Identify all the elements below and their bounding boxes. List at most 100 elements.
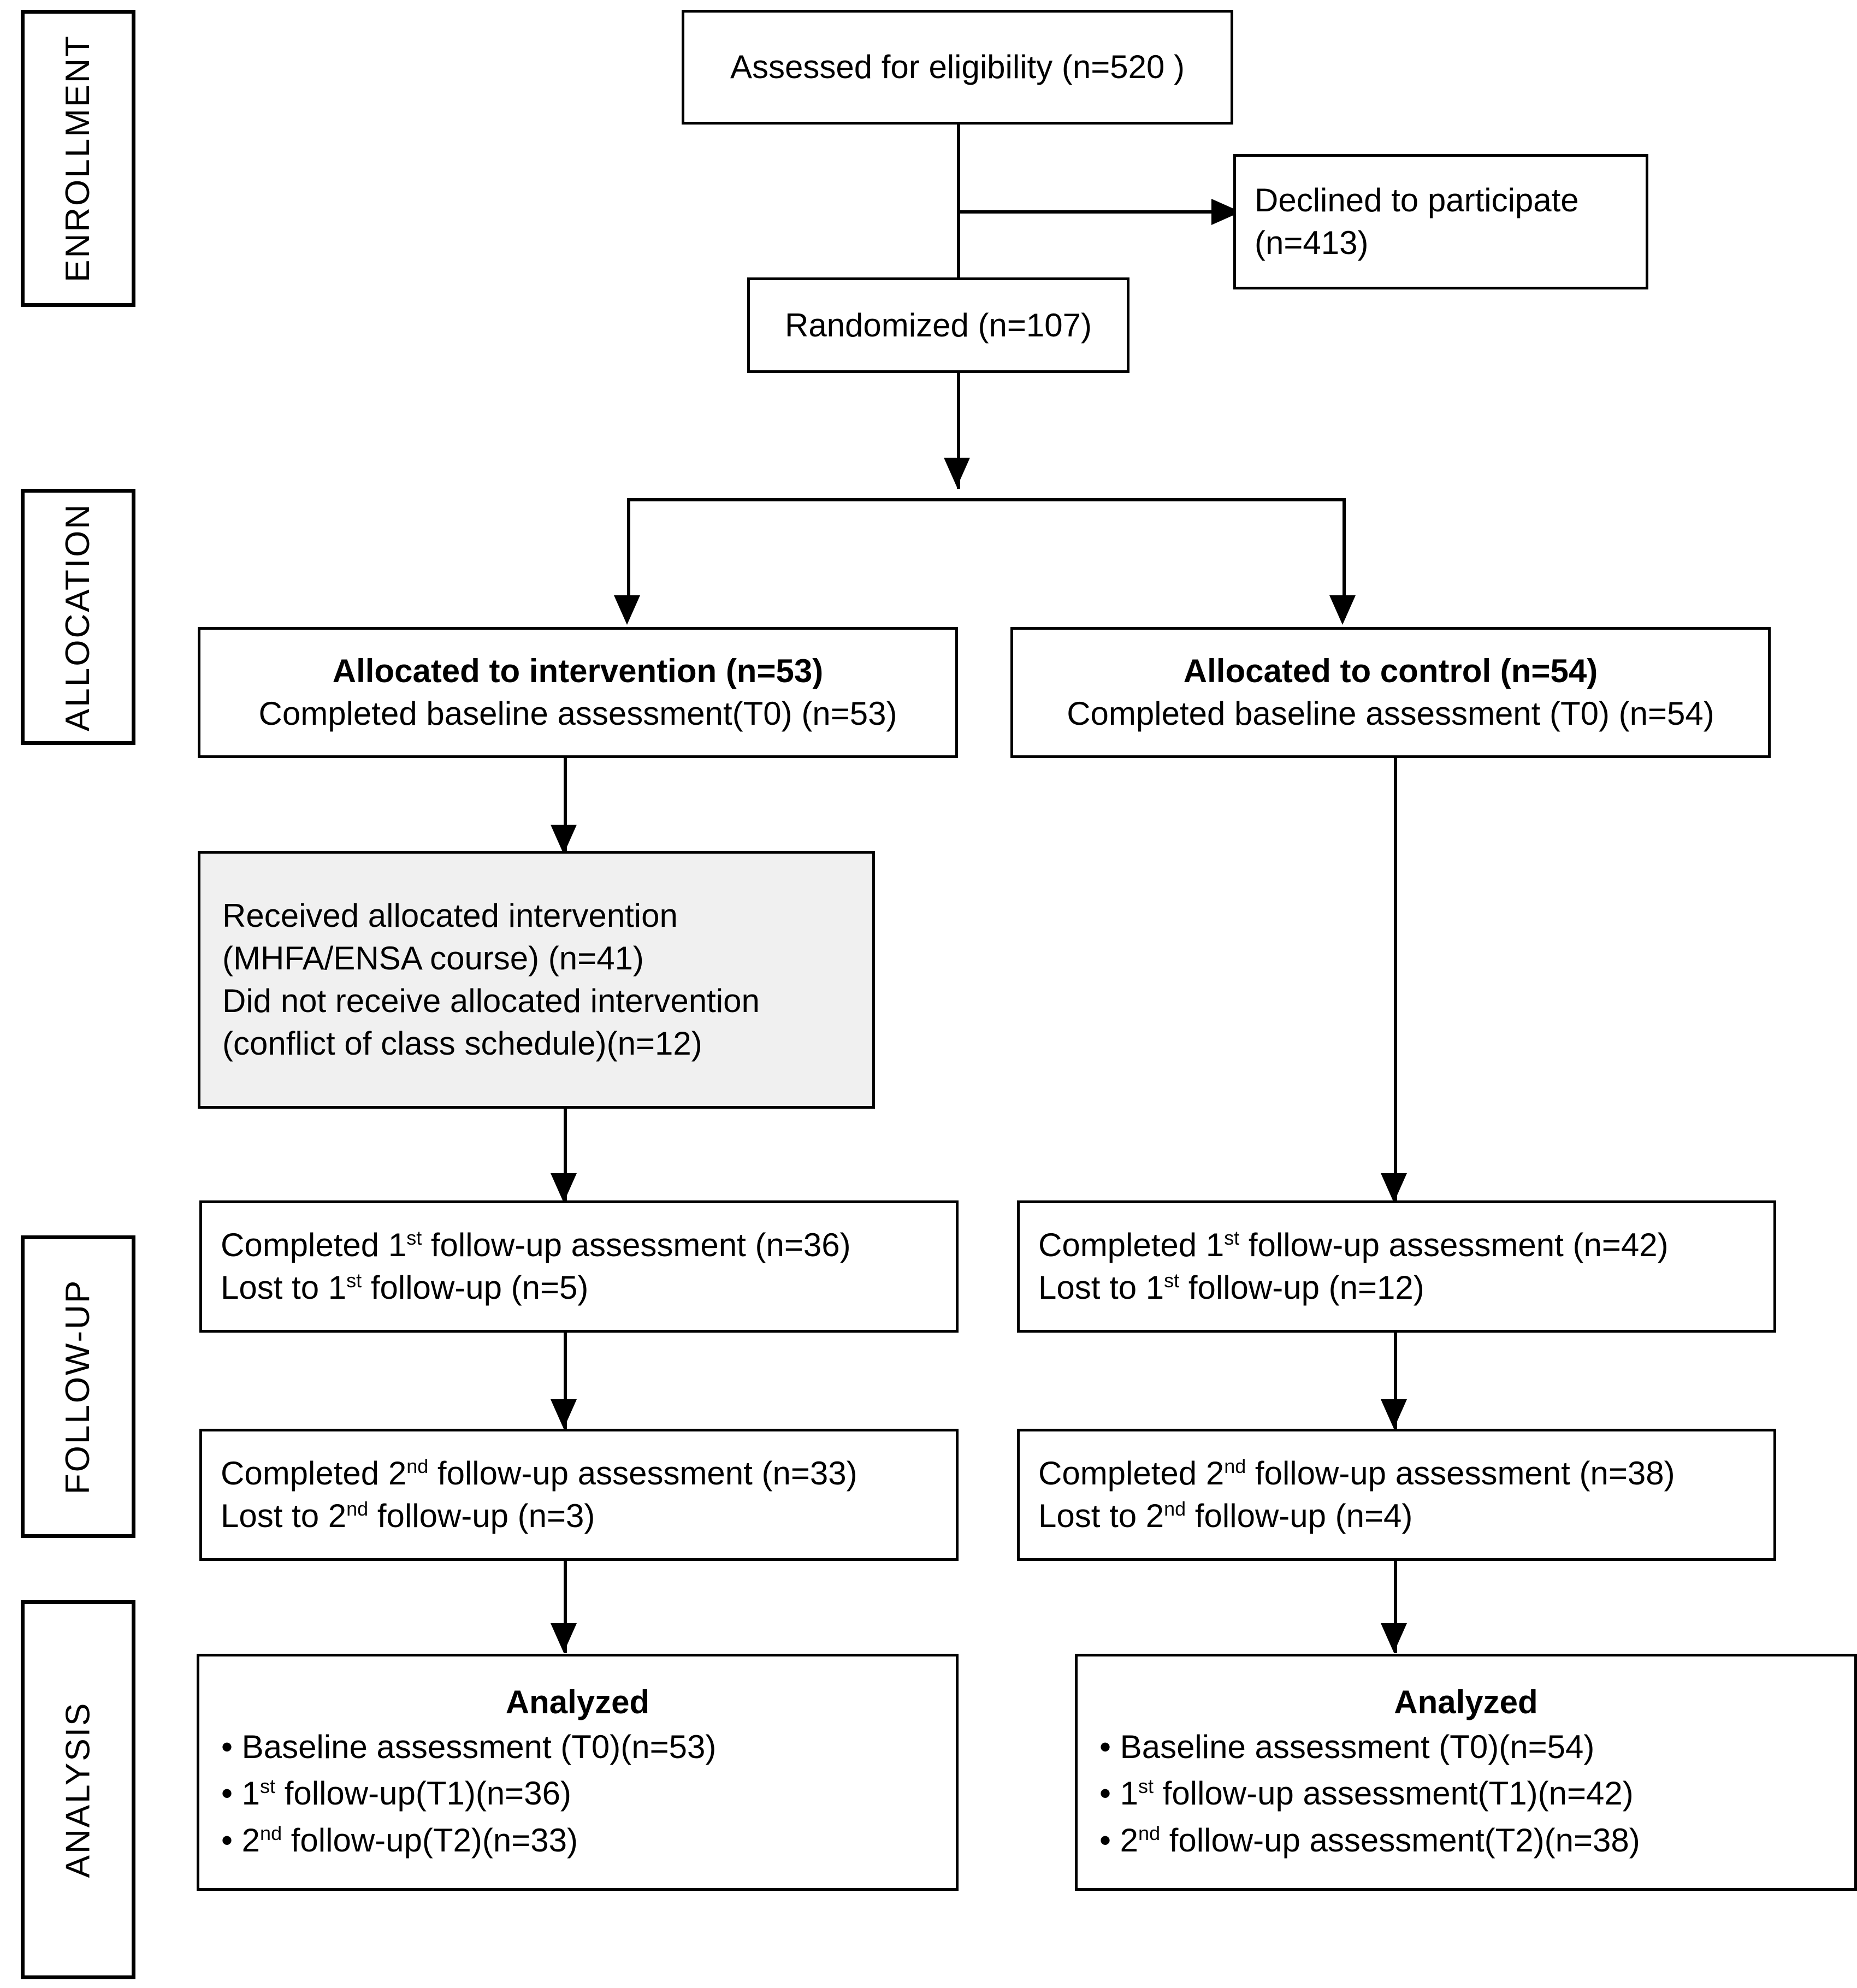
- analyzed-control-bullet-3: • 2nd follow-up assessment(T2)(n=38): [1099, 1817, 1832, 1863]
- fu2-intervention-line-1: Completed 2nd follow-up assessment (n=33…: [221, 1452, 937, 1495]
- node-followup2-intervention: Completed 2nd follow-up assessment (n=33…: [199, 1429, 959, 1561]
- analyzed-intervention-bullet-3-pre: • 2: [221, 1821, 261, 1859]
- arrowhead-alloc-intervention: [614, 595, 640, 625]
- fu2-intervention-line-2-post: follow-up (n=3): [368, 1498, 595, 1534]
- connector-fu1-to-fu2-control: [1394, 1333, 1397, 1430]
- alloc-intervention-heading: Allocated to intervention (n=53): [332, 653, 824, 689]
- fu2-intervention-line-1-sup: nd: [406, 1455, 429, 1477]
- fu2-intervention-line-2-pre: Lost to 2: [221, 1498, 347, 1534]
- connector-fu2-to-analyzed-control: [1394, 1559, 1397, 1653]
- fu1-control-line-2-sup: st: [1164, 1269, 1180, 1292]
- node-declined-to-participate: Declined to participate (n=413): [1233, 154, 1648, 289]
- analyzed-control-bullet-2-pre: • 1: [1099, 1775, 1139, 1812]
- analyzed-control-bullet-2-post: follow-up assessment(T1)(n=42): [1154, 1775, 1634, 1812]
- node-randomized: Randomized (n=107): [747, 277, 1129, 373]
- fu1-control-line-2-pre: Lost to 1: [1038, 1269, 1164, 1306]
- connector-alloc-to-received: [564, 756, 567, 852]
- analyzed-control-bullet-1: • Baseline assessment (T0)(n=54): [1099, 1729, 1595, 1766]
- stage-label-analysis-text: ANALYSIS: [59, 1701, 97, 1878]
- fu2-control-line-2: Lost to 2nd follow-up (n=4): [1038, 1495, 1755, 1537]
- received-line-4: (conflict of class schedule)(n=12): [222, 1025, 702, 1062]
- fu1-intervention-line-1-pre: Completed 1: [221, 1227, 407, 1263]
- analyzed-intervention-bullet-2-pre: • 1: [221, 1775, 261, 1812]
- received-line-1: Received allocated intervention: [222, 897, 678, 934]
- alloc-control-line-1: Completed baseline assessment (T0) (n=54…: [1067, 695, 1714, 732]
- fu1-control-line-1: Completed 1st follow-up assessment (n=42…: [1038, 1224, 1755, 1267]
- connector-fu2-to-analyzed-intervention: [564, 1559, 567, 1653]
- node-analyzed-intervention: Analyzed • Baseline assessment (T0)(n=53…: [197, 1654, 959, 1891]
- analyzed-intervention-bullet-2-post: follow-up(T1)(n=36): [275, 1775, 571, 1812]
- fu2-control-line-1-sup: nd: [1224, 1455, 1246, 1477]
- analyzed-control-bullet-2: • 1st follow-up assessment(T1)(n=42): [1099, 1770, 1832, 1817]
- analyzed-control-bullet-3-pre: • 2: [1099, 1821, 1139, 1859]
- fu1-control-line-2-post: follow-up (n=12): [1179, 1269, 1424, 1306]
- connector-assessed-to-declined: [957, 210, 1214, 214]
- connector-allocation-split-bar: [627, 498, 1346, 501]
- fu1-control-line-1-pre: Completed 1: [1038, 1227, 1225, 1263]
- connector-alloc-control-to-fu1: [1394, 756, 1397, 1204]
- fu1-control-line-1-post: follow-up assessment (n=42): [1239, 1227, 1669, 1263]
- fu2-control-line-1-pre: Completed 2: [1038, 1455, 1225, 1492]
- fu1-intervention-line-1: Completed 1st follow-up assessment (n=36…: [221, 1224, 937, 1267]
- fu2-intervention-line-1-post: follow-up assessment (n=33): [428, 1455, 857, 1492]
- arrowhead-alloc-control: [1329, 595, 1356, 625]
- node-allocated-intervention: Allocated to intervention (n=53) Complet…: [198, 627, 958, 758]
- stage-label-followup-text: FOLLOW-UP: [59, 1279, 97, 1495]
- fu2-control-line-1-post: follow-up assessment (n=38): [1246, 1455, 1675, 1492]
- connector-randomized-stem: [957, 371, 960, 489]
- connector-split-left-drop: [627, 498, 630, 618]
- fu1-intervention-line-2-pre: Lost to 1: [221, 1269, 347, 1306]
- node-followup1-control: Completed 1 st follow-up assessment (n=42…: [1017, 1200, 1776, 1333]
- analyzed-intervention-bullet-2: • 1st follow-up(T1)(n=36): [221, 1770, 934, 1817]
- node-assessed-for-eligibility: Assessed for eligibility (n=520 ): [682, 10, 1233, 125]
- alloc-control-heading: Allocated to control (n=54): [1183, 653, 1598, 689]
- stage-label-allocation-text: ALLOCATION: [59, 502, 97, 731]
- arrowhead-randomized-stem: [944, 458, 970, 487]
- analyzed-control-bullet-2-sup: st: [1138, 1775, 1154, 1798]
- connector-fu1-to-fu2-intervention: [564, 1333, 567, 1430]
- analyzed-intervention-bullet-2-sup: st: [260, 1775, 276, 1798]
- fu2-control-line-2-post: follow-up (n=4): [1186, 1498, 1413, 1534]
- connector-split-right-drop: [1343, 498, 1346, 618]
- node-followup1-intervention: Completed 1st follow-up assessment (n=36…: [199, 1200, 959, 1333]
- stage-label-enrollment: ENROLLMENT: [21, 10, 135, 307]
- fu1-intervention-line-1-post: follow-up assessment (n=36): [422, 1227, 851, 1263]
- arrowhead-to-fu2-control: [1381, 1399, 1407, 1429]
- analyzed-intervention-bullet-3-sup: nd: [260, 1821, 282, 1844]
- analyzed-intervention-bullet-3-post: follow-up(T2)(n=33): [282, 1821, 578, 1859]
- fu1-intervention-line-1-sup: st: [406, 1227, 422, 1249]
- fu1-intervention-line-2-sup: st: [346, 1269, 362, 1292]
- stage-label-analysis: ANALYSIS: [21, 1600, 135, 1979]
- node-received-allocated-intervention: Received allocated intervention (MHFA/EN…: [198, 851, 875, 1109]
- connector-assessed-to-randomized: [957, 125, 960, 316]
- fu2-intervention-line-2-sup: nd: [346, 1498, 369, 1520]
- analyzed-intervention-bullet-3: • 2nd follow-up(T2)(n=33): [221, 1817, 934, 1863]
- alloc-intervention-line-1: Completed baseline assessment(T0) (n=53): [258, 695, 897, 732]
- fu2-control-line-2-pre: Lost to 2: [1038, 1498, 1164, 1534]
- fu2-intervention-line-2: Lost to 2nd follow-up (n=3): [221, 1495, 937, 1537]
- stage-label-allocation: ALLOCATION: [21, 489, 135, 745]
- analyzed-control-bullet-3-sup: nd: [1138, 1821, 1161, 1844]
- arrowhead-to-analyzed-intervention: [551, 1623, 577, 1653]
- received-line-2: (MHFA/ENSA course) (n=41): [222, 940, 644, 977]
- connector-received-to-fu1: [564, 1109, 567, 1202]
- arrowhead-to-analyzed-control: [1381, 1623, 1407, 1653]
- analyzed-control-heading: Analyzed: [1394, 1684, 1538, 1721]
- analyzed-intervention-heading: Analyzed: [505, 1684, 650, 1721]
- analyzed-control-bullet-3-post: follow-up assessment(T2)(n=38): [1160, 1821, 1640, 1859]
- declined-line-2: (n=413): [1255, 224, 1369, 261]
- stage-label-followup: FOLLOW-UP: [21, 1235, 135, 1538]
- fu2-control-line-2-sup: nd: [1164, 1498, 1186, 1520]
- arrowhead-to-fu1-control: [1381, 1173, 1407, 1203]
- fu1-intervention-line-2: Lost to 1st follow-up (n=5): [221, 1267, 937, 1309]
- arrowhead-to-received: [551, 825, 577, 854]
- fu1-intervention-line-2-post: follow-up (n=5): [362, 1269, 589, 1306]
- arrowhead-to-fu1-intervention: [551, 1173, 577, 1203]
- randomized-line-1: Randomized (n=107): [784, 306, 1092, 344]
- node-analyzed-control: Analyzed • Baseline assessment (T0)(n=54…: [1075, 1654, 1857, 1891]
- fu2-control-line-1: Completed 2nd follow-up assessment (n=38…: [1038, 1452, 1755, 1495]
- assessed-line-1: Assessed for eligibility (n=520 ): [730, 49, 1185, 85]
- node-followup2-control: Completed 2nd follow-up assessment (n=38…: [1017, 1429, 1776, 1561]
- analyzed-intervention-bullet-1: • Baseline assessment (T0)(n=53): [221, 1729, 717, 1766]
